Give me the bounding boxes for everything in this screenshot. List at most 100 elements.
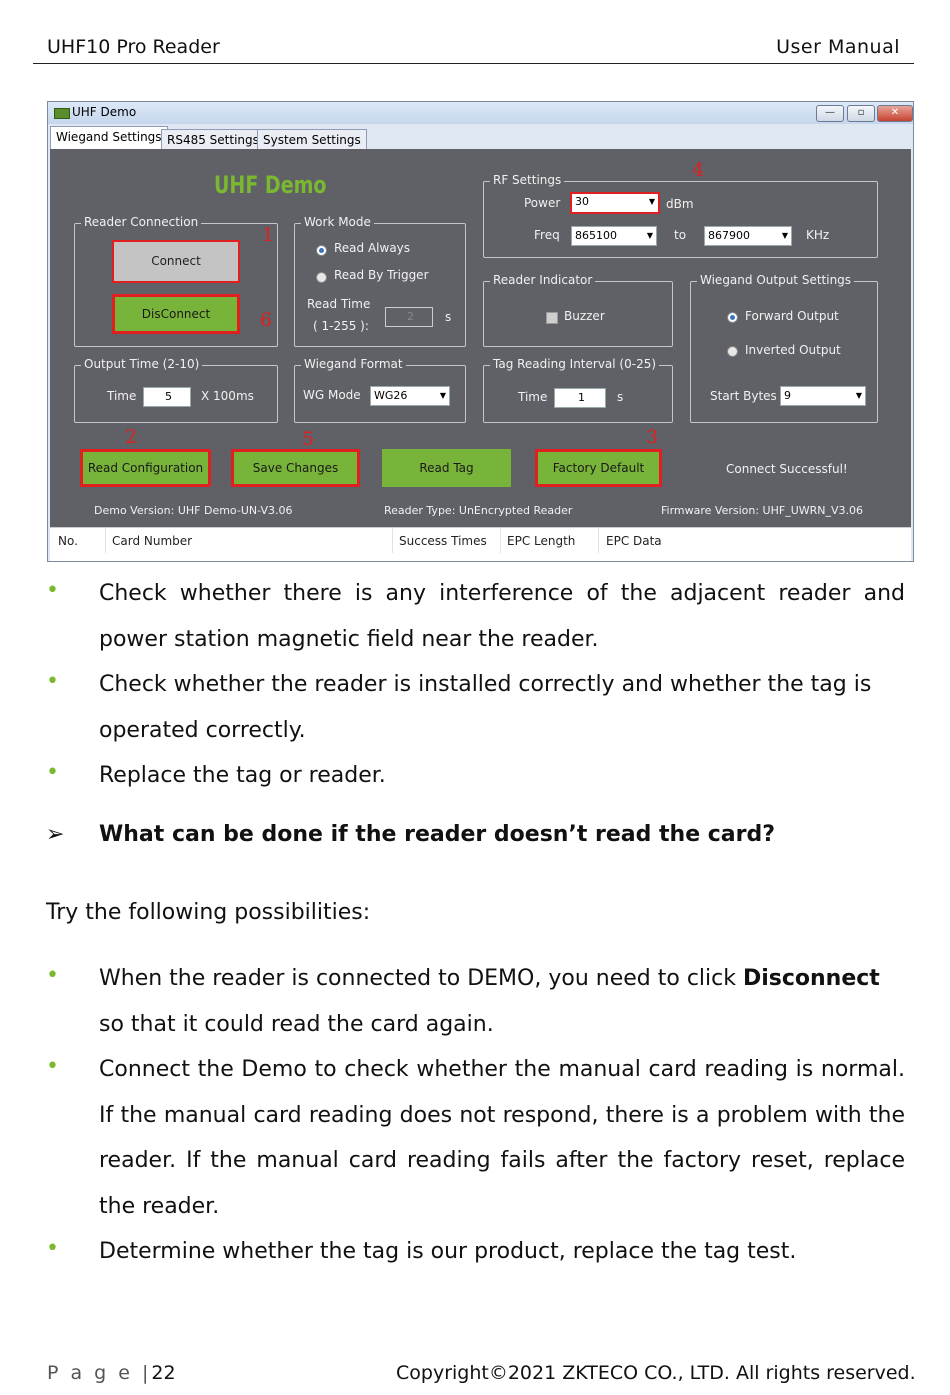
copyright-notice: Copyright©2021 ZKTECO CO., LTD. All righ… (396, 1362, 916, 1384)
demo-version-info: Demo Version: UHF Demo-UN-V3.06 (94, 504, 293, 517)
chevron-down-icon: ▼ (439, 391, 446, 400)
output-time-input[interactable]: 5 (143, 387, 191, 407)
connect-button[interactable]: Connect (112, 240, 240, 283)
read-always-label: Read Always (334, 241, 411, 255)
reader-indicator-group: Reader Indicator Buzzer (483, 273, 673, 347)
bullet-disconnect-text-1: When the reader is connected to DEMO, yo… (99, 966, 743, 991)
chevron-down-icon: ▼ (781, 231, 788, 240)
col-success-times: Success Times (399, 534, 487, 548)
disconnect-button[interactable]: DisConnect (112, 294, 240, 334)
read-by-trigger-label: Read By Trigger (334, 268, 429, 282)
bullet-disconnect-text-2: so that it could read the card again. (99, 1011, 494, 1037)
factory-default-button[interactable]: Factory Default (535, 449, 662, 487)
rf-settings-label: RF Settings (490, 173, 565, 187)
column-divider (500, 528, 501, 554)
column-divider (598, 528, 599, 554)
wiegand-format-label: Wiegand Format (301, 357, 406, 371)
header-title: UHF10 Pro Reader (47, 36, 220, 58)
marker-4: 4 (692, 159, 705, 181)
minimize-button[interactable]: — (816, 105, 844, 122)
power-unit: dBm (666, 197, 694, 211)
bullet-disconnect: When the reader is connected to DEMO, yo… (99, 956, 905, 1047)
forward-output-radio[interactable] (727, 312, 738, 323)
brand-title: UHF Demo (214, 171, 327, 199)
tab-rs485-settings[interactable]: RS485 Settings (161, 129, 265, 150)
maximize-button[interactable]: ▫ (847, 105, 875, 122)
save-changes-button[interactable]: Save Changes (231, 449, 360, 487)
tag-interval-input[interactable]: 1 (554, 388, 606, 408)
buzzer-label: Buzzer (564, 309, 605, 323)
window-title: UHF Demo (72, 105, 137, 119)
faq-question-heading: What can be done if the reader doesn’t r… (99, 822, 776, 847)
disconnect-keyword: Disconnect (742, 966, 880, 991)
bullet-manual-reading: Connect the Demo to check whether the ma… (99, 1057, 905, 1219)
freq-from-select[interactable]: 865100 ▼ (571, 226, 657, 246)
output-time-label: Output Time (2-10) (81, 357, 203, 371)
start-bytes-label: Start Bytes (710, 389, 777, 403)
tag-data-grid-body (50, 553, 911, 561)
rf-settings-group: RF Settings Power 30 ▼ dBm Freq 865100 ▼ t… (483, 173, 878, 258)
tab-system-settings[interactable]: System Settings (257, 129, 367, 150)
work-mode-label: Work Mode (301, 215, 374, 229)
intro-text: Try the following possibilities: (46, 900, 371, 925)
freq-to-value: 867900 (708, 229, 750, 242)
read-time-input[interactable]: 2 (385, 307, 433, 327)
bullet-icon: • (46, 578, 59, 603)
freq-from-value: 865100 (575, 229, 617, 242)
app-logo-icon (54, 108, 70, 119)
freq-to-label: to (674, 228, 687, 242)
chevron-down-icon: ▼ (646, 231, 653, 240)
read-tag-button[interactable]: Read Tag (382, 449, 511, 487)
work-mode-group: Work Mode Read Always Read By Trigger Re… (294, 215, 466, 347)
chevron-down-icon: ▼ (855, 391, 862, 400)
reader-indicator-label: Reader Indicator (490, 273, 596, 287)
output-time-time-label: Time (107, 389, 137, 403)
bullet-icon: • (46, 1054, 59, 1079)
tag-interval-unit: s (617, 390, 624, 404)
marker-2: 2 (125, 426, 138, 448)
bullet-installation: Check whether the reader is installed co… (99, 672, 872, 743)
bullet-icon: • (46, 963, 59, 988)
reader-connection-label: Reader Connection (81, 215, 202, 229)
wg-mode-value: WG26 (374, 389, 408, 402)
freq-unit: KHz (806, 228, 830, 242)
column-divider (105, 528, 106, 554)
power-label: Power (524, 196, 561, 210)
bullet-interference: Check whether there is any interference … (99, 581, 905, 652)
bullet-replace: Replace the tag or reader. (99, 763, 386, 788)
power-select[interactable]: 30 ▼ (570, 192, 660, 214)
tab-wiegand-settings[interactable]: Wiegand Settings (50, 126, 168, 150)
tag-interval-time-label: Time (518, 390, 548, 404)
output-time-group: Output Time (2-10) Time 5 X 100ms (74, 357, 278, 423)
arrow-bullet-icon: ➢ (46, 822, 65, 847)
tag-interval-label: Tag Reading Interval (0-25) (490, 357, 660, 371)
col-epc-length: EPC Length (507, 534, 576, 548)
freq-to-select[interactable]: 867900 ▼ (704, 226, 792, 246)
firmware-version-info: Firmware Version: UHF_UWRN_V3.06 (661, 504, 864, 517)
inverted-output-radio[interactable] (727, 346, 738, 357)
wiegand-settings-panel: UHF Demo Reader Connection Connect DisCo… (50, 149, 911, 527)
tag-interval-group: Tag Reading Interval (0-25) Time 1 s (483, 357, 673, 423)
start-bytes-value: 9 (784, 389, 791, 402)
read-configuration-button[interactable]: Read Configuration (80, 449, 211, 487)
column-divider (392, 528, 393, 554)
marker-1: 1 (262, 224, 275, 246)
read-by-trigger-radio[interactable] (316, 272, 327, 283)
tag-data-grid-header: No. Card Number Success Times EPC Length… (50, 527, 911, 554)
col-epc-data: EPC Data (606, 534, 662, 548)
chevron-down-icon: ▼ (648, 197, 655, 206)
wg-mode-label: WG Mode (303, 388, 361, 402)
bullet-icon: • (46, 760, 59, 785)
close-button[interactable]: ✕ (877, 105, 913, 122)
read-always-radio[interactable] (316, 245, 327, 256)
start-bytes-select[interactable]: 9▼ (780, 386, 866, 406)
freq-label: Freq (534, 228, 560, 242)
wiegand-format-group: Wiegand Format WG Mode WG26 ▼ (294, 357, 466, 423)
forward-output-label: Forward Output (745, 309, 839, 323)
uhf-demo-window-screenshot: UHF Demo — ▫ ✕ Wiegand Settings RS485 Se… (47, 101, 914, 562)
power-value: 30 (575, 195, 589, 208)
wg-mode-select[interactable]: WG26 ▼ (370, 386, 450, 406)
buzzer-checkbox[interactable] (546, 312, 558, 324)
header-manual-label: User Manual (776, 36, 900, 58)
read-time-range: ( 1-255 ): (313, 319, 369, 333)
